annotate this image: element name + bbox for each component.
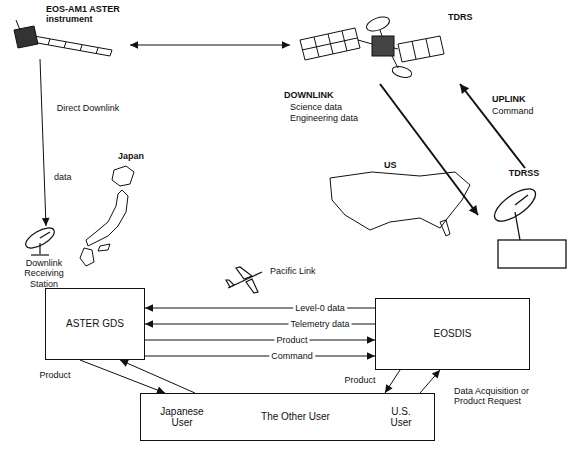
arrow-head	[282, 41, 290, 49]
edge-label: Telemetry data	[288, 319, 351, 329]
edge-label: Product	[274, 335, 309, 345]
node-label: EOS-AM1 ASTER instrument	[46, 4, 130, 25]
arrow-head	[385, 384, 393, 393]
us-map	[330, 172, 470, 236]
ground-station: Downlink Receiving Station	[6, 226, 82, 291]
annotation-label: Japan	[118, 151, 144, 161]
connector	[120, 360, 195, 393]
box-label: U.S. User	[386, 406, 416, 429]
arrow-head	[130, 41, 138, 49]
annotation-label: Science data	[290, 102, 342, 112]
eos-satellite	[14, 20, 112, 56]
connector-line	[385, 370, 400, 393]
annotation-label: DOWNLINK	[284, 90, 334, 100]
box-label: The Other User	[261, 411, 330, 423]
annotation-label: Engineering data	[290, 113, 358, 123]
satellite-node: TDRS	[290, 4, 490, 84]
annotation-label: Pacific Link	[270, 266, 316, 276]
connector-line	[120, 360, 195, 393]
connector-line	[420, 370, 440, 393]
connector	[460, 84, 525, 168]
annotation-label: UPLINK	[492, 94, 526, 104]
box-label: EOSDIS	[434, 328, 472, 340]
connector-line	[380, 84, 478, 215]
node-label: Downlink Receiving Station	[10, 258, 78, 289]
arrow-head	[367, 336, 375, 344]
system-box: ASTER GDS	[45, 288, 145, 360]
satellite-node: EOS-AM1 ASTER instrument	[10, 4, 130, 59]
ground-station: TDRSS	[478, 168, 570, 272]
node-label: TDRSS	[478, 168, 570, 178]
box-label: Japanese User	[159, 406, 205, 429]
connector	[380, 84, 478, 215]
arrow-head	[145, 304, 153, 312]
connector	[385, 370, 400, 393]
annotation-label: US	[384, 160, 397, 170]
edge-label: Product	[37, 370, 72, 380]
system-box: EOSDIS	[375, 298, 530, 370]
connector	[420, 370, 440, 393]
edge-label: Product	[342, 375, 377, 385]
connector-line	[145, 340, 375, 341]
connector	[80, 360, 165, 394]
airplane	[226, 267, 262, 293]
tdrss-dish	[490, 183, 566, 268]
arrow-head	[469, 205, 478, 215]
annotation-label: data	[54, 172, 72, 182]
annotation-label: Command	[492, 106, 534, 116]
connector-line	[130, 45, 290, 46]
arrow-head	[367, 352, 375, 360]
arrow-head	[460, 84, 469, 94]
connector	[145, 336, 375, 344]
connector	[130, 41, 290, 49]
arrow-head	[432, 370, 440, 379]
edge-label: Data Acquisition or Product Request	[452, 386, 536, 407]
arrow-head	[42, 218, 50, 226]
japan-map	[80, 166, 134, 266]
connector	[40, 59, 50, 226]
connector-line	[40, 59, 46, 226]
edge-label: Command	[269, 351, 315, 361]
arrow-head	[145, 320, 153, 328]
tdrs-satellite	[300, 14, 444, 79]
node-label: TDRS	[448, 12, 490, 22]
box-label: ASTER GDS	[66, 318, 124, 330]
connector	[145, 352, 375, 360]
user-box: Japanese User The Other User U.S. User	[140, 393, 435, 441]
connector-line	[460, 84, 525, 168]
receiving-dish	[23, 224, 58, 255]
edge-label: Direct Downlink	[55, 103, 122, 113]
connector-line	[80, 360, 165, 393]
arrow-head	[120, 360, 129, 367]
edge-label: Level-0 data	[293, 303, 347, 313]
connector-line	[145, 356, 375, 357]
